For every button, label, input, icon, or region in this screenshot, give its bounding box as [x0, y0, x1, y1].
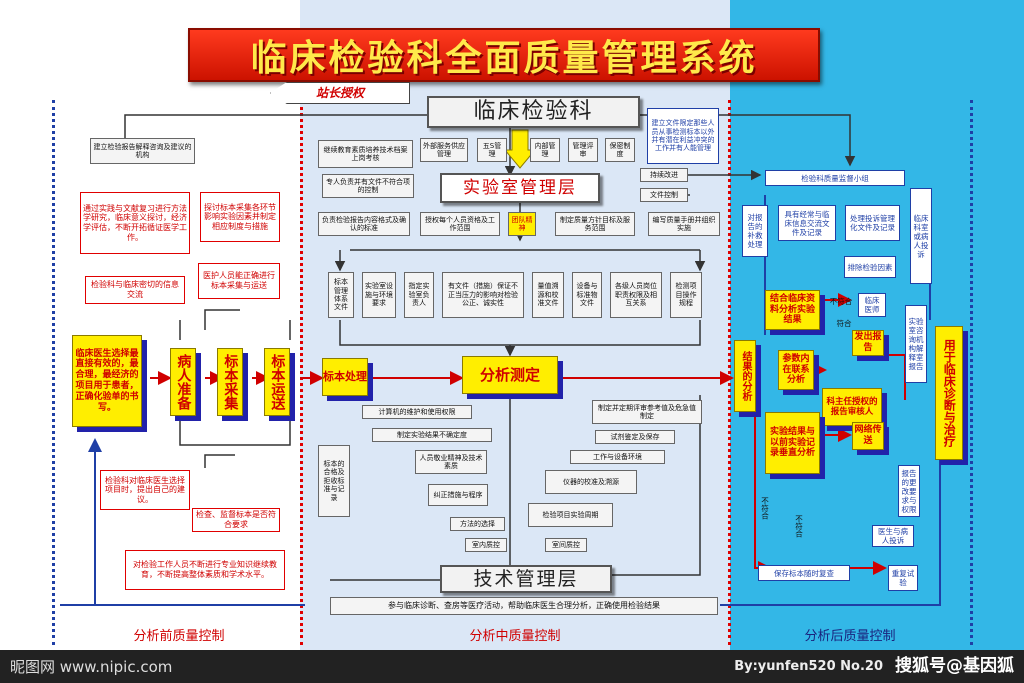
divider-left	[52, 100, 55, 645]
mid-c1: 标本管理体系文件	[328, 272, 354, 318]
right-doc: 建立文件限定那些人员从事检测标本以外并有潜在利益冲突的工作并有人能管理	[647, 108, 719, 164]
mid-m2: 制定实验结果不确定度	[372, 428, 492, 442]
right-r7: 临床医师	[858, 293, 886, 317]
right-r6: 结合临床资料分析实验结果	[765, 290, 820, 330]
label-r20: 不符合	[760, 496, 770, 520]
sample-processing: 标本处理	[322, 358, 368, 396]
left-b9: 对检验工作人员不断进行专业知识继续教育，不断提高整体素质和学术水平。	[125, 550, 285, 590]
right-r13: 科主任授权的报告审核人	[822, 388, 882, 426]
watermark-bar: 昵图网 www.nipic.com By:yunfen520 No.20 搜狐号…	[0, 650, 1024, 683]
right-r22: 保存标本随时复查	[758, 565, 850, 581]
right-group: 检验科质量监督小组	[765, 170, 905, 186]
analysis-box: 分析测定	[462, 356, 558, 394]
watermark-sohu: 搜狐号@基因狐	[895, 656, 1014, 677]
left-b1: 建立检验报告解释咨询及建议的机构	[90, 138, 195, 164]
right-r5: 排除检验因素	[844, 256, 896, 278]
right-r19: 医生与病人投诉	[872, 525, 914, 547]
right-r17: 用于临床诊断与治疗	[935, 326, 963, 460]
dept-box: 临床检验科	[427, 96, 640, 128]
mid-t5: 管理评审	[568, 138, 598, 162]
mid-t7: 专人负责并有文件不符合项的控制	[322, 174, 414, 198]
mid-m1: 计算机的维护和使用权限	[362, 405, 472, 419]
mid-bottom-bar: 参与临床诊断、查房等医疗活动，帮助临床医生合理分析，正确使用检验结果	[330, 597, 718, 615]
right-r11: 参数内在联系分析	[778, 350, 814, 390]
mid-n1: 制定并定期评审参考值及危急值制定	[592, 400, 702, 424]
right-r16: 实验室咨询机构解释室报告	[905, 305, 927, 383]
phase-mid: 分析中质量控制	[469, 628, 561, 644]
right-r1: 对报告的补救处理	[742, 205, 768, 257]
mid-n6: 室间质控	[545, 538, 587, 552]
mid-m5: 方法的选择	[450, 517, 505, 531]
mid-c4: 有文件（措施）保证不正当压力的影响对检验公正、诚实性	[442, 272, 524, 318]
mid-c6: 设备与标准物文件	[572, 272, 602, 318]
step-sample-collect: 标本采集	[217, 348, 243, 416]
right-r14: 实验结果与以前实验记录垂直分析	[765, 412, 820, 474]
mid-t11: 制定质量方针目标及服务范围	[555, 212, 635, 236]
right-r10: 发出报告	[852, 330, 884, 356]
tech-mgmt-box: 技术管理层	[440, 565, 612, 593]
mid-m4: 纠正措施与程序	[428, 484, 488, 506]
left-b5: 医护人员能正确进行标本采集与运送	[198, 263, 280, 299]
label-r9: 符合	[836, 318, 852, 328]
right-r12: 结果的分析	[734, 340, 756, 412]
mid-t2: 外部服务供应管理	[420, 138, 468, 162]
left-b8: 检查、监督标本是否符合要求	[192, 508, 280, 532]
mid-l1: 标本的合格及拒收标准与记录	[318, 445, 350, 517]
right-r15: 网络传送	[852, 422, 884, 450]
left-b7: 检验科对临床医生选择项目时，提出自己的建议。	[100, 470, 190, 510]
watermark-right: By:yunfen520 No.20	[734, 658, 883, 674]
mid-t1: 继续教育素质培养技术档案上岗考核	[318, 140, 413, 168]
mid-t8: 负责检验报告内容格式及确认的标准	[318, 212, 410, 236]
mid-m6: 室内质控	[465, 538, 507, 552]
right-r18: 报告的更改要求与权限	[898, 465, 920, 517]
step-sample-transport: 标本运送	[264, 348, 290, 416]
left-b3: 检验科与临床密切的信息交流	[85, 276, 185, 304]
mid-n5: 检验项目实验周期	[528, 503, 613, 527]
mid-n3: 工作与设备环境	[570, 450, 665, 464]
mid-c3: 指定实验室负责人	[404, 272, 434, 318]
mid-c8: 检测项目操作规程	[670, 272, 702, 318]
mid-n4: 仪器的校准及溯源	[545, 470, 637, 494]
phase-pre: 分析前质量控制	[133, 628, 225, 644]
mid-c5: 量值溯源和校准文件	[532, 272, 564, 318]
right-r3: 处理投诉管理化文件及记录	[845, 205, 900, 241]
left-b4: 探讨标本采集各环节影响实验因素并制定相应制度与措施	[200, 192, 280, 242]
left-b2: 通过实践与文献复习进行方法学研究，临床意义探讨，经济学评估，不断开拓循证医学工作…	[80, 192, 190, 254]
phase-post: 分析后质量控制	[804, 628, 896, 644]
authorization-banner: 站长授权	[270, 82, 410, 104]
mid-t9: 授权每个人员资格及工作范围	[420, 212, 500, 236]
right-r4: 临床科室或病人投诉	[910, 188, 932, 284]
mid-t4: 内部管理	[530, 138, 560, 162]
lab-mgmt-box: 实验室管理层	[440, 173, 600, 203]
mid-c2: 实验室设施与环境要求	[362, 272, 396, 318]
mid-m3: 人员敬业精神及技术素质	[415, 450, 487, 474]
divider-right	[970, 100, 973, 645]
right-r2: 具有经常与临床信息交流文件及记录	[778, 205, 836, 241]
watermark-left: 昵图网 www.nipic.com	[10, 657, 173, 676]
right-cont: 持续改进	[640, 168, 688, 182]
label-r8: 不符合	[829, 296, 853, 306]
label-r21: 不符合	[794, 514, 804, 538]
mid-t10: 团队精神	[508, 212, 536, 236]
step-patient-prep: 病人准备	[170, 348, 196, 416]
right-r23: 重复试验	[888, 565, 918, 591]
mid-t6: 保密制度	[605, 138, 635, 162]
page-title: 临床检验科全面质量管理系统	[188, 28, 820, 82]
mid-t12: 编写质量手册并组织实施	[648, 212, 720, 236]
mid-n2: 试剂鉴定及保存	[595, 430, 675, 444]
mid-t3: 五S管理	[477, 138, 507, 162]
divider-red-1	[300, 100, 303, 645]
mid-c7: 各级人员岗位职责权限及相互关系	[610, 272, 662, 318]
right-fctrl: 文件控制	[640, 188, 688, 202]
left-b6: 临床医生选择最直接有效的，最合理，最经济的项目用于患者，正确化验单的书写。	[72, 335, 142, 427]
